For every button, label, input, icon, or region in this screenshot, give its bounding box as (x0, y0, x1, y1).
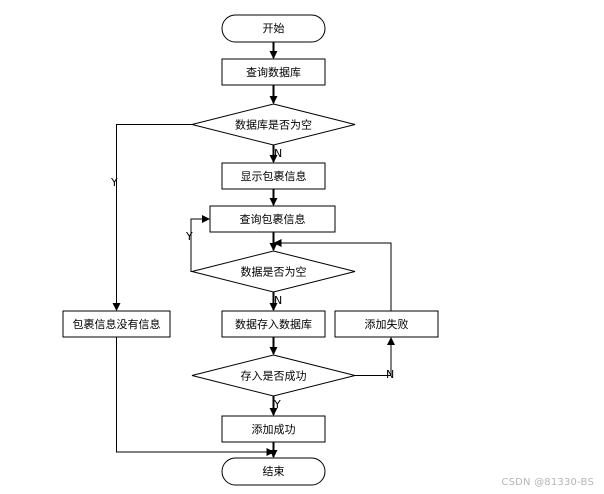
edge-dataempty-yes-loop (190, 215, 210, 272)
store-db-node: 数据存入数据库 (221, 310, 326, 338)
watermark: CSDN @81330-BS (501, 477, 594, 488)
edge-fail-to-retry (273, 239, 392, 311)
end-label: 结束 (263, 465, 285, 478)
start-node: 开始 (221, 14, 326, 43)
show-info-label: 显示包裹信息 (241, 169, 307, 183)
edge-dbempty-yes-to-noinfo (112, 124, 192, 311)
label-data-empty-yes: Y (185, 230, 193, 243)
label-stored-no: N (386, 368, 394, 381)
stored-ok-decision: 存入是否成功 (191, 354, 356, 397)
db-empty-decision: 数据库是否为空 (191, 103, 356, 146)
query-pkg-node: 查询包裹信息 (209, 205, 336, 233)
query-db-node: 查询数据库 (221, 58, 326, 86)
label-db-empty-no: N (274, 147, 282, 160)
edge-noinfo-to-end (116, 337, 275, 456)
no-info-label: 包裹信息没有信息 (73, 317, 161, 331)
query-pkg-label: 查询包裹信息 (240, 212, 306, 226)
add-success-node: 添加成功 (221, 415, 326, 443)
label-data-empty-no: N (274, 294, 282, 307)
add-fail-label: 添加失败 (365, 317, 409, 331)
db-empty-label: 数据库是否为空 (235, 118, 312, 132)
end-node: 结束 (221, 457, 326, 486)
add-success-label: 添加成功 (252, 422, 296, 436)
label-stored-yes: Y (273, 398, 281, 411)
show-info-node: 显示包裹信息 (221, 162, 326, 190)
data-empty-decision: 数据是否为空 (191, 250, 356, 293)
query-db-label: 查询数据库 (246, 65, 301, 79)
add-fail-node: 添加失败 (334, 310, 439, 338)
stored-ok-label: 存入是否成功 (241, 369, 307, 383)
label-db-empty-yes: Y (110, 176, 118, 189)
data-empty-label: 数据是否为空 (241, 265, 307, 279)
store-db-label: 数据存入数据库 (235, 317, 312, 331)
start-label: 开始 (263, 21, 285, 35)
edge-storedok-no-to-fail (355, 337, 395, 376)
no-info-node: 包裹信息没有信息 (62, 310, 171, 338)
